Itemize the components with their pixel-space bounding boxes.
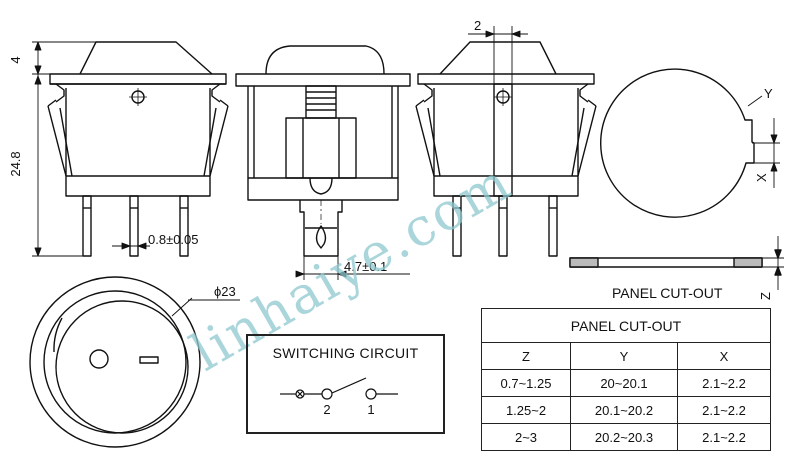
cutout-circle [600,68,780,218]
cell-y: 20.2~20.3 [570,423,678,451]
dim-label-diameter: ϕ23 [214,284,236,299]
dimension-height [32,41,96,257]
table-row: 0.7~1.25 20~20.1 2.1~2.2 [481,369,771,397]
switching-circuit-title: SWITCHING CIRCUIT [272,345,419,361]
cutout-table: PANEL CUT-OUT Z Y X 0.7~1.25 20~20.1 2.1… [481,308,771,451]
table-row: 1.25~2 20.1~20.2 2.1~2.2 [481,396,771,424]
dim-label-y: Y [764,86,773,101]
dim-label-offset: 2 [474,18,481,33]
cell-x: 2.1~2.2 [677,369,771,397]
right-view [415,41,597,257]
round-bezel-view [29,276,240,448]
cell-x: 2.1~2.2 [677,396,771,424]
cell-y: 20~20.1 [570,369,678,397]
cell-y: 20.1~20.2 [570,396,678,424]
panel-strip [569,236,784,290]
cell-z: 0.7~1.25 [481,369,571,397]
table-row: 2~3 20.2~20.3 2.1~2.2 [481,423,771,451]
header-y: Y [570,342,678,370]
switching-circuit-box: SWITCHING CIRCUIT [246,334,445,434]
dimension-offset [468,26,528,84]
panel-cutout-label: PANEL CUT-OUT [612,285,723,301]
dim-label-total: 24.8 [8,151,23,176]
dim-label-top: 4 [8,56,23,63]
cell-x: 2.1~2.2 [677,423,771,451]
dim-label-x: X [754,173,769,182]
dim-label-terminal: 4.7±0.1 [344,259,387,274]
cutout-table-title: PANEL CUT-OUT [481,308,771,343]
dim-label-z: Z [758,292,773,300]
cell-z: 2~3 [481,423,571,451]
front-view [47,41,229,257]
cell-z: 1.25~2 [481,396,571,424]
dim-label-pin: 0.8±0.05 [148,232,199,247]
header-x: X [677,342,771,370]
terminal-1-label: 1 [367,402,374,417]
header-z: Z [481,342,571,370]
dimension-terminal [295,256,410,280]
side-view [235,45,411,257]
terminal-2-label: 2 [323,402,330,417]
dimension-pin-width [112,242,150,250]
circuit-symbol [280,377,398,400]
